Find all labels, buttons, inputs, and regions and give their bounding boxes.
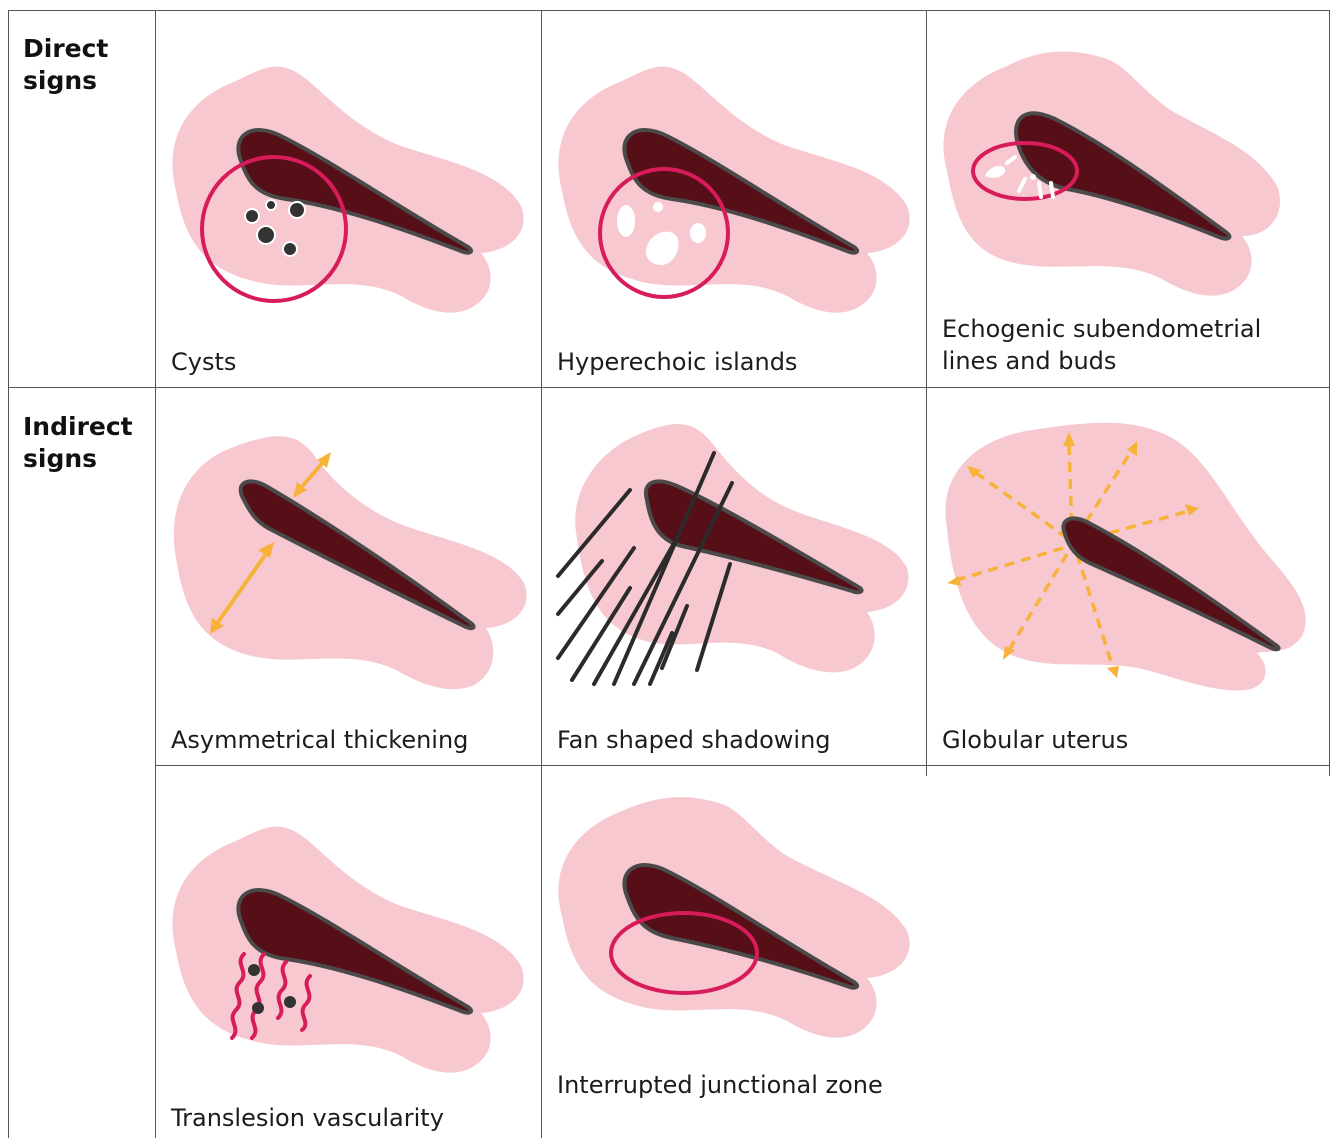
caption-interrupted-jz: Interrupted junctional zone bbox=[557, 1069, 887, 1101]
vessel-dot bbox=[252, 1002, 264, 1014]
cell-cysts: Cysts bbox=[156, 11, 541, 387]
hyperechoic-island bbox=[653, 202, 663, 212]
fan-shadowing-illustration bbox=[542, 388, 927, 728]
cysts-illustration bbox=[156, 11, 541, 351]
translesion-illustration bbox=[156, 766, 541, 1106]
caption-echogenic-lines: Echogenic subendometrial lines and buds bbox=[942, 313, 1317, 377]
asymmetrical-illustration bbox=[156, 388, 541, 728]
direct-signs-label: Direct signs bbox=[23, 33, 143, 97]
cyst bbox=[257, 226, 275, 244]
cell-interrupted-jz: Interrupted junctional zone bbox=[542, 766, 926, 1138]
hyperechoic-island bbox=[617, 205, 635, 237]
cyst bbox=[245, 209, 259, 223]
cyst bbox=[289, 202, 305, 218]
grid-line bbox=[1329, 10, 1330, 776]
hyperechoic-illustration bbox=[542, 11, 927, 351]
echogenic-illustration bbox=[927, 11, 1312, 351]
cell-fan-shadowing: Fan shaped shadowing bbox=[542, 388, 926, 765]
cyst bbox=[266, 200, 276, 210]
indirect-signs-label: Indirect signs bbox=[23, 411, 143, 475]
cell-hyperechoic-islands: Hyperechoic islands bbox=[542, 11, 926, 387]
caption-globular-uterus: Globular uterus bbox=[942, 724, 1302, 756]
caption-asymmetrical-thickening: Asymmetrical thickening bbox=[171, 724, 531, 756]
caption-cysts: Cysts bbox=[171, 346, 531, 378]
cell-asymmetrical-thickening: Asymmetrical thickening bbox=[156, 388, 541, 765]
caption-hyperechoic-islands: Hyperechoic islands bbox=[557, 346, 917, 378]
globular-uterus-illustration bbox=[927, 388, 1312, 728]
echogenic-line bbox=[1051, 183, 1053, 197]
caption-fan-shadowing: Fan shaped shadowing bbox=[557, 724, 917, 756]
caption-translesion-vascularity: Translesion vascularity bbox=[171, 1102, 531, 1134]
grid-line bbox=[8, 10, 9, 1138]
echogenic-line bbox=[1039, 183, 1041, 197]
cell-globular-uterus: Globular uterus bbox=[927, 388, 1329, 765]
hyperechoic-island bbox=[690, 223, 706, 243]
echogenic-bud bbox=[1030, 174, 1036, 180]
vessel-dot bbox=[248, 964, 260, 976]
cyst bbox=[283, 242, 297, 256]
vessel-dot bbox=[284, 996, 296, 1008]
cell-echogenic-lines: Echogenic subendometrial lines and buds bbox=[927, 11, 1329, 387]
interrupted-jz-illustration bbox=[542, 766, 927, 1106]
cell-translesion-vascularity: Translesion vascularity bbox=[156, 766, 541, 1138]
